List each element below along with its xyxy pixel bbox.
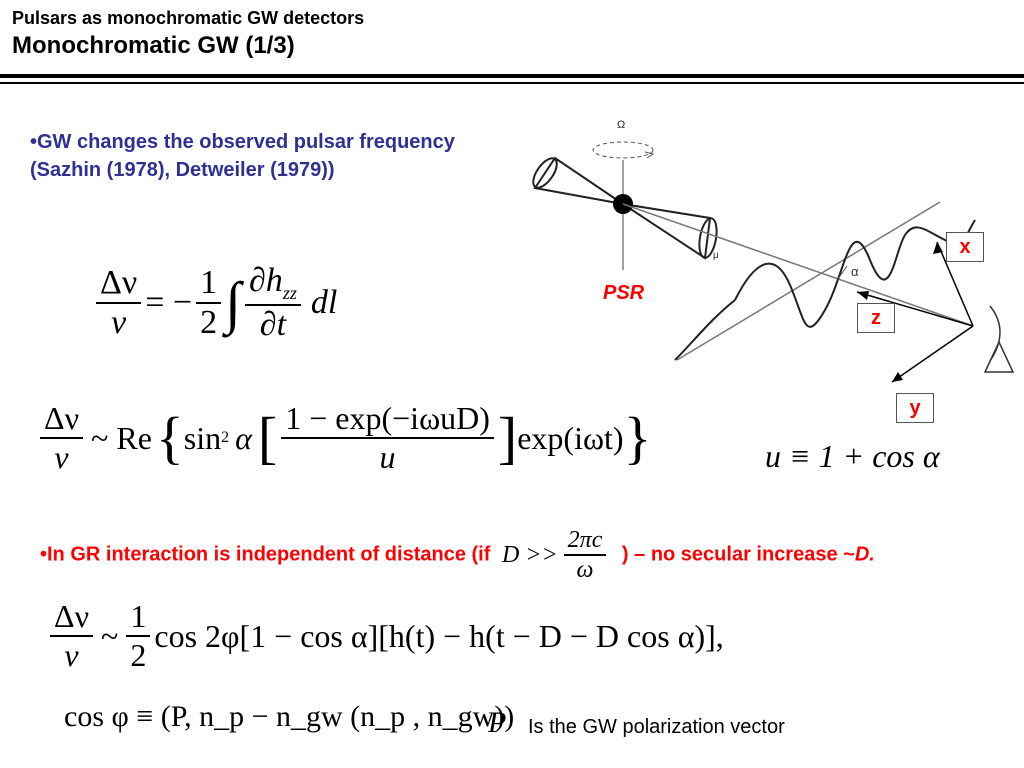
slide-title: Monochromatic GW (1/3) bbox=[12, 32, 295, 59]
rotation-arrow-icon bbox=[644, 151, 655, 159]
p-vector-description: Is the GW polarization vector bbox=[528, 716, 785, 738]
omega-label: Ω bbox=[617, 119, 625, 131]
eq1-derivative: ∂hzz∂t bbox=[245, 262, 301, 344]
y-axis-arrow bbox=[891, 325, 974, 383]
eq2-sin: sin bbox=[183, 419, 222, 456]
z-axis-arrow bbox=[856, 291, 974, 327]
header-rule-thin bbox=[0, 82, 1024, 84]
equation-cos-phi-definition: cos φ ≡ (P, n_p − n_gw (n_p , n_gw)) bbox=[64, 700, 515, 733]
pulsar-gw-diagram: Ω μ α bbox=[532, 119, 1015, 383]
dish-mount-icon bbox=[983, 340, 1015, 373]
y-arrow-head-icon bbox=[892, 372, 903, 382]
axis-label-x: x bbox=[946, 232, 984, 262]
eq1-dl: dl bbox=[310, 283, 338, 321]
axis-label-z: z bbox=[857, 303, 895, 333]
psr-label: PSR bbox=[603, 282, 645, 304]
z-arrow-head-icon bbox=[857, 291, 869, 300]
eq2-close-bracket: ] bbox=[497, 405, 518, 470]
mu-label: μ bbox=[713, 250, 719, 261]
header-rule-thick bbox=[0, 74, 1024, 78]
eq2-open-bracket: [ bbox=[257, 405, 278, 470]
beam-cone-left-rim bbox=[532, 157, 558, 189]
bullet-distance-independent: •In GR interaction is independent of dis… bbox=[40, 526, 875, 584]
rotation-ellipse bbox=[592, 141, 654, 159]
eq3-sim: ~ bbox=[101, 617, 119, 654]
eq2-exp: exp(iωt) bbox=[517, 419, 624, 456]
integral-symbol: ∫ bbox=[225, 269, 241, 335]
eq3-body: cos 2φ[1 − cos α][h(t) − h(t − D − D cos… bbox=[154, 617, 724, 654]
bullet-gw-frequency: •GW changes the observed pulsar frequenc… bbox=[30, 131, 455, 181]
beam-cone-left bbox=[533, 156, 624, 205]
eq1-equals: = − bbox=[145, 283, 193, 321]
slide-subtitle: Pulsars as monochromatic GW detectors bbox=[12, 8, 365, 28]
eq2-open-brace: { bbox=[155, 405, 184, 470]
eq2-inner-fraction: 1 − exp(−iωuD)u bbox=[281, 400, 494, 476]
x-arrow-head-icon bbox=[933, 242, 943, 254]
eq2-close-brace: } bbox=[623, 405, 652, 470]
beam-cone-right-rim bbox=[698, 217, 718, 259]
axis-label-y: y bbox=[896, 393, 934, 423]
beam-cone-right bbox=[622, 203, 712, 260]
gw-wave bbox=[734, 219, 976, 328]
gw-direction-line bbox=[676, 201, 941, 361]
p-vector-symbol: P bbox=[488, 706, 507, 739]
radio-dish-icon bbox=[989, 305, 1001, 362]
gw-wave-tail bbox=[674, 299, 736, 361]
eq2-alpha: α bbox=[235, 419, 252, 456]
alpha-label: α bbox=[851, 264, 859, 279]
x-axis-arrow bbox=[936, 241, 974, 327]
alpha-arc bbox=[836, 265, 848, 281]
equation-u-definition: u ≡ 1 + cos α bbox=[765, 438, 940, 474]
eq2-sim-re: ~ Re bbox=[91, 419, 152, 456]
line-of-sight bbox=[622, 203, 974, 327]
